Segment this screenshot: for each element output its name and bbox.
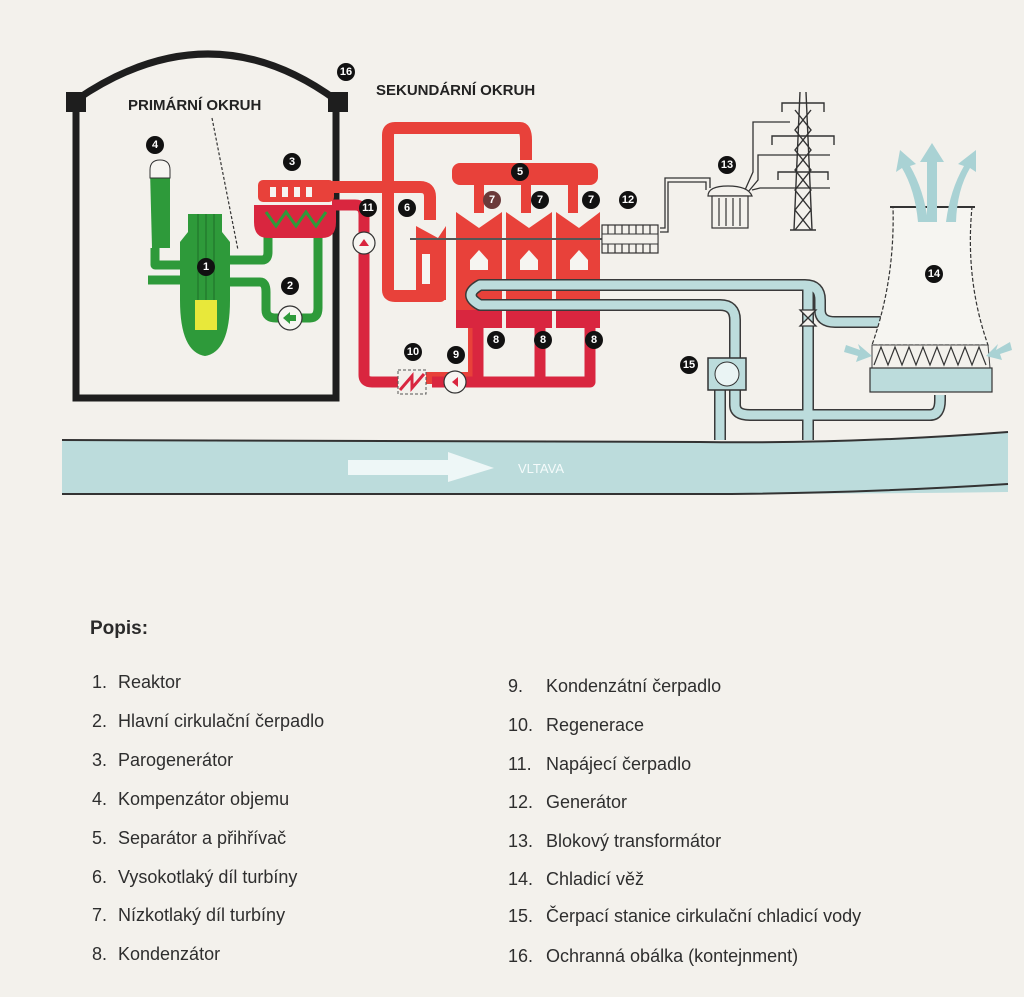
badge-7b: 7 bbox=[531, 191, 549, 209]
valve-icon bbox=[798, 309, 818, 327]
svg-text:11: 11 bbox=[362, 202, 374, 214]
secondary-circuit-label: SEKUNDÁRNÍ OKRUH bbox=[376, 82, 535, 99]
badge-7a: 7 bbox=[483, 191, 501, 209]
badge-11: 11 bbox=[359, 199, 377, 217]
reactor-fuel bbox=[195, 300, 217, 330]
turbine-windows bbox=[470, 250, 588, 270]
legend-item: 2.Hlavní cirkulační čerpadlo bbox=[92, 711, 325, 731]
svg-text:4: 4 bbox=[152, 139, 159, 151]
river-label: VLTAVA bbox=[518, 461, 564, 476]
generator-12 bbox=[601, 224, 659, 254]
svg-text:8: 8 bbox=[591, 334, 597, 346]
high-pressure-turbine-6 bbox=[416, 226, 446, 300]
river-flow-arrow bbox=[348, 452, 494, 482]
svg-text:8: 8 bbox=[540, 334, 546, 346]
legend-item: 6.Vysokotlaký díl turbíny bbox=[92, 867, 298, 887]
regeneration-10 bbox=[397, 369, 427, 395]
primary-circuit-label: PRIMÁRNÍ OKRUH bbox=[128, 97, 261, 114]
legend-item: 9.Kondenzátní čerpadlo bbox=[508, 676, 722, 696]
cooling-tower-14 bbox=[844, 143, 1012, 393]
svg-text:14: 14 bbox=[928, 268, 941, 280]
svg-text:10: 10 bbox=[407, 346, 419, 358]
badge-3: 3 bbox=[283, 153, 301, 171]
condensate-pump-9 bbox=[443, 370, 467, 394]
badge-12: 12 bbox=[619, 191, 637, 209]
steam-arrow-left bbox=[896, 150, 928, 222]
legend-item: 7.Nízkotlaký díl turbíny bbox=[92, 905, 286, 925]
badge-8a: 8 bbox=[487, 331, 505, 349]
svg-text:8: 8 bbox=[493, 334, 499, 346]
legend-item: 12.Generátor bbox=[508, 792, 628, 812]
badge-2: 2 bbox=[281, 277, 299, 295]
badge-1: 1 bbox=[197, 258, 215, 276]
badge-8b: 8 bbox=[534, 331, 552, 349]
svg-text:7: 7 bbox=[588, 194, 594, 206]
block-transformer-13 bbox=[707, 185, 753, 229]
badge-4: 4 bbox=[146, 136, 164, 154]
svg-text:6: 6 bbox=[404, 202, 410, 214]
condenser-cooling-loop bbox=[465, 279, 600, 311]
power-lines bbox=[660, 121, 830, 233]
legend-item: 4.Kompenzátor objemu bbox=[92, 789, 290, 809]
badge-13: 13 bbox=[718, 156, 736, 174]
steam-arrow-right bbox=[946, 150, 976, 222]
badge-14: 14 bbox=[925, 265, 943, 283]
steam-arrow-center bbox=[920, 143, 944, 222]
badge-15: 15 bbox=[680, 356, 698, 374]
svg-text:7: 7 bbox=[537, 194, 543, 206]
badge-8c: 8 bbox=[585, 331, 603, 349]
legend-item: 14.Chladicí věž bbox=[508, 869, 645, 889]
legend-item: 11.Napájecí čerpadlo bbox=[508, 754, 692, 774]
svg-text:16: 16 bbox=[340, 66, 352, 78]
svg-text:15: 15 bbox=[683, 359, 695, 371]
badge-7c: 7 bbox=[582, 191, 600, 209]
legend-item: 1.Reaktor bbox=[92, 672, 182, 692]
power-plant-diagram: VLTAVA PRIMÁRNÍ OKRUH SEKUNDÁRNÍ OKRUH bbox=[61, 50, 1012, 495]
svg-text:3: 3 bbox=[289, 156, 295, 168]
legend-title: Popis: bbox=[90, 618, 149, 639]
badge-5: 5 bbox=[511, 163, 529, 181]
transmission-pylon-icon bbox=[771, 91, 835, 231]
feed-pump-11 bbox=[352, 231, 376, 255]
badge-6: 6 bbox=[398, 199, 416, 217]
circulation-pump-station-15 bbox=[707, 357, 747, 391]
legend-item: 13.Blokový transformátor bbox=[508, 831, 722, 851]
svg-text:12: 12 bbox=[622, 194, 634, 206]
primary-circuit-pointer bbox=[211, 117, 239, 251]
badge-16: 16 bbox=[337, 63, 355, 81]
steam-generator-3 bbox=[254, 180, 336, 238]
main-circulation-pump-2 bbox=[277, 305, 303, 331]
primary-circuit bbox=[148, 159, 323, 356]
legend-item: 16.Ochranná obálka (kontejnment) bbox=[508, 946, 799, 966]
svg-text:1: 1 bbox=[203, 261, 209, 273]
condensers-8 bbox=[456, 310, 600, 328]
svg-text:2: 2 bbox=[287, 280, 293, 292]
svg-text:5: 5 bbox=[517, 166, 523, 178]
legend-item: 3.Parogenerátor bbox=[92, 750, 234, 770]
air-inlet-arrow-right bbox=[986, 342, 1012, 360]
containment-16 bbox=[66, 50, 348, 402]
river-vltava: VLTAVA bbox=[61, 431, 1009, 495]
legend-item: 5.Separátor a přihřívač bbox=[92, 828, 287, 848]
legend-item: 15.Čerpací stanice cirkulační chladicí v… bbox=[508, 906, 862, 926]
air-inlet-arrow-left bbox=[844, 344, 872, 362]
svg-text:7: 7 bbox=[489, 194, 495, 206]
legend-item: 8.Kondenzátor bbox=[92, 944, 221, 964]
badge-10: 10 bbox=[404, 343, 422, 361]
svg-text:9: 9 bbox=[453, 349, 459, 361]
svg-text:13: 13 bbox=[721, 159, 733, 171]
legend-item: 10.Regenerace bbox=[508, 715, 645, 735]
badge-9: 9 bbox=[447, 346, 465, 364]
number-badges: 1 2 3 4 5 6 7 7 7 8 8 8 9 10 11 12 13 14… bbox=[146, 63, 943, 374]
